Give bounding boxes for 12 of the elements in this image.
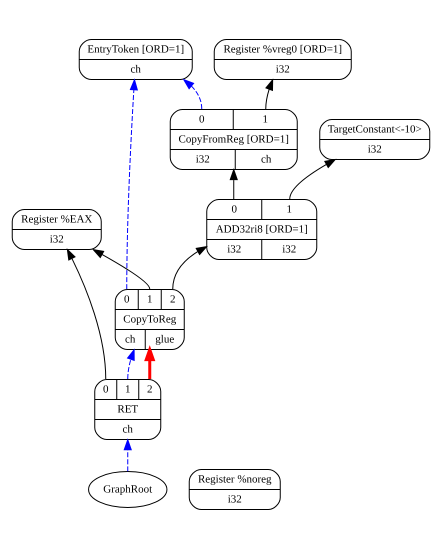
arrow <box>126 78 138 289</box>
arrow <box>182 78 202 109</box>
arrow <box>289 158 337 199</box>
arrow <box>126 348 135 379</box>
arrow <box>265 78 274 109</box>
arrow <box>92 248 150 289</box>
arrow <box>230 168 238 199</box>
arrow <box>144 344 156 378</box>
node-ellipse: GraphRoot <box>88 470 168 508</box>
arrow <box>172 245 208 289</box>
arrow <box>66 248 106 379</box>
arrow <box>124 438 132 472</box>
